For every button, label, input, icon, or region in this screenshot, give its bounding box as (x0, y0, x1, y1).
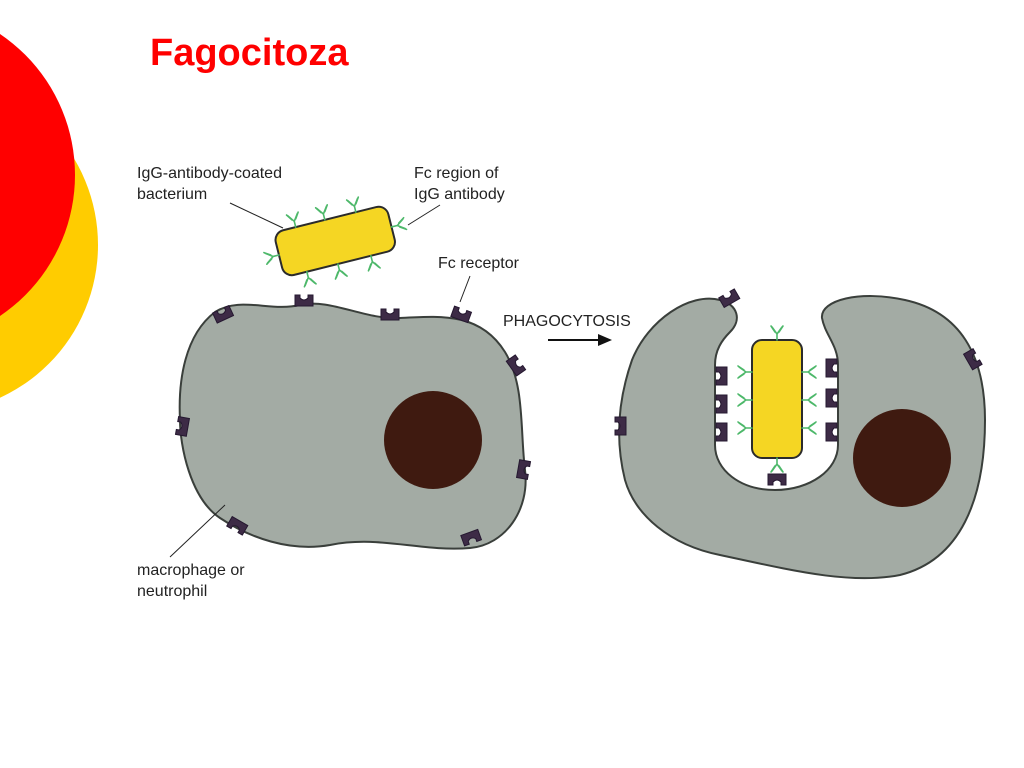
process-label: PHAGOCYTOSIS (503, 313, 631, 330)
antibody-icon (737, 365, 753, 379)
fc-region-label-line1: Fc region of (414, 165, 499, 182)
slide-title: Fagocitoza (150, 32, 349, 74)
cell-label-line1: macrophage or (137, 562, 245, 579)
antibody-icon (801, 365, 817, 379)
antibody-icon (737, 393, 753, 407)
fc-receptor-icon (825, 388, 838, 408)
cell-label-line2: neutrophil (137, 583, 207, 600)
antibody-icon (770, 457, 784, 473)
antibody-icon (737, 421, 753, 435)
fc-receptor-icon (767, 473, 787, 486)
fc-receptor-icon (380, 308, 400, 321)
left-labels: IgG-antibody-coated bacterium Fc region … (137, 165, 520, 600)
fc-receptor-icon (825, 422, 838, 442)
bacterium-label-line2: bacterium (137, 186, 207, 203)
macrophage-cell (178, 302, 527, 550)
engulfing-cell (618, 295, 987, 580)
antibody-icon (801, 421, 817, 435)
engulfing-cell-nucleus (853, 409, 951, 507)
fc-receptor-icon (294, 294, 314, 307)
leader-line (229, 202, 284, 229)
leader-line (459, 275, 471, 303)
arrow-head-icon (598, 334, 612, 346)
decorative-circles (0, 34, 98, 398)
fc-receptor-icon (614, 416, 627, 436)
fc-receptor-icon (715, 394, 728, 414)
engulfed-bacterium (737, 325, 817, 473)
leader-line (169, 504, 226, 558)
engulfed-bacterium-body (751, 339, 803, 459)
fc-region-label-line2: IgG antibody (414, 186, 505, 203)
fc-receptor-icon (825, 358, 838, 378)
fc-receptor-label: Fc receptor (438, 255, 520, 272)
engulfing-cell-membrane (618, 295, 987, 580)
fc-receptor-icon (715, 366, 728, 386)
antibody-icon (770, 325, 784, 341)
fc-receptor-icon (715, 422, 728, 442)
cell-nucleus (384, 391, 482, 489)
leader-line (407, 204, 441, 226)
antibody-coated-bacterium (263, 196, 408, 288)
antibody-icon (801, 393, 817, 407)
bacterium-label-line1: IgG-antibody-coated (137, 165, 282, 182)
red-circle (0, 34, 75, 316)
phagocytosis-arrow: PHAGOCYTOSIS (503, 313, 631, 346)
